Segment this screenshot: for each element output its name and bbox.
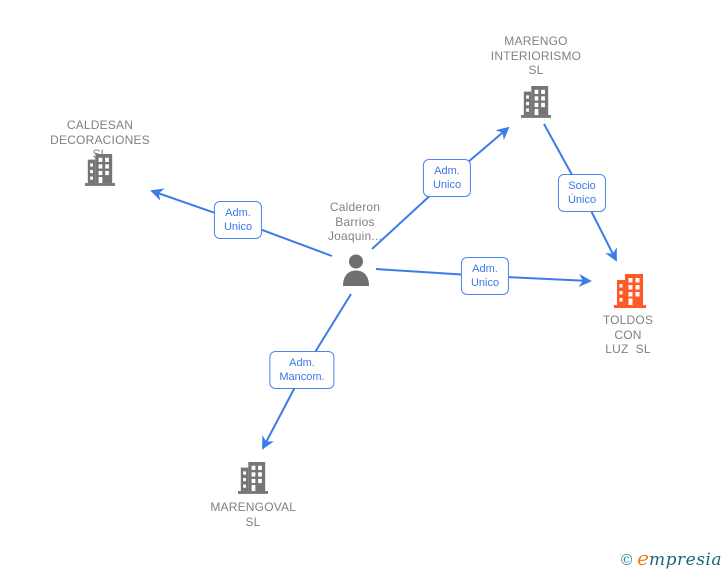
edge-label-adm-unico-toldos: Adm. Unico (460, 257, 510, 295)
edge-label-socio-unico: Socio Único (557, 174, 607, 212)
copyright-icon: © (619, 551, 635, 569)
node-label: TOLDOS CON LUZ SL (602, 313, 654, 356)
building-icon (238, 460, 268, 499)
node-label: MARENGO INTERIORISMO SL (490, 34, 582, 77)
empresia-brand-text: mpresia (649, 550, 722, 570)
building-icon (521, 84, 551, 123)
empresia-logo[interactable]: © empresia (619, 546, 722, 570)
building-icon (614, 272, 646, 313)
node-label: MARENGOVAL SL (210, 500, 300, 529)
building-icon (85, 152, 115, 191)
node-label: Calderon Barrios Joaquin... (327, 200, 383, 243)
edge-label-adm-mancom: Adm. Mancom. (269, 351, 335, 389)
edge-label-adm-unico-caldesan: Adm. Unico (213, 201, 263, 239)
person-icon (339, 252, 373, 291)
empresia-brand-initial: e (637, 546, 649, 570)
edge-label-adm-unico-marengo: Adm. Unico (422, 159, 472, 197)
